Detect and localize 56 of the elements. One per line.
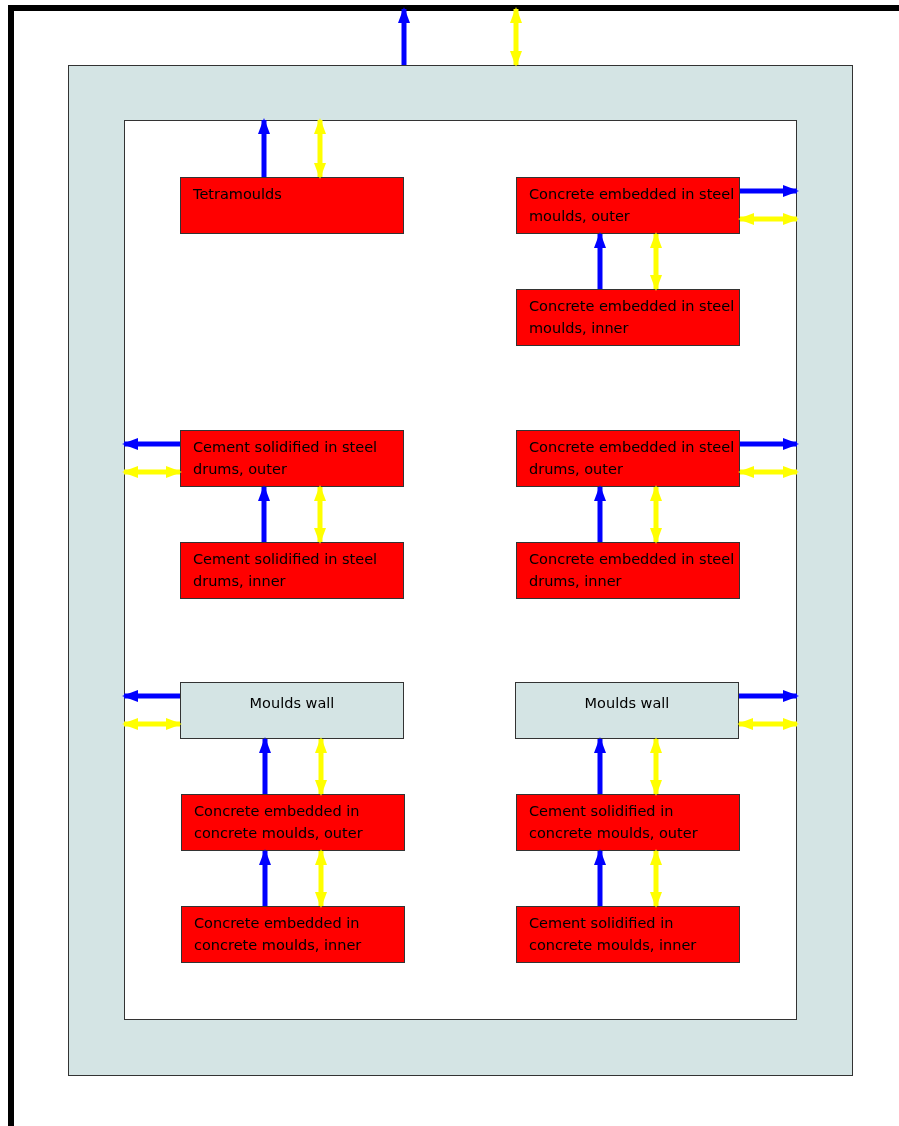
waste-package-box: [516, 289, 740, 346]
box-label: Tetramoulds: [192, 185, 283, 204]
box-label: Moulds wall: [248, 694, 336, 713]
box-label: Moulds wall: [583, 694, 671, 713]
arrow: [740, 438, 799, 450]
double-arrow: [738, 213, 799, 225]
box-label: Concrete embedded in steel moulds, outer: [528, 185, 736, 226]
arrow: [258, 485, 270, 542]
box-label: Cement solidified in concrete moulds, outer: [528, 802, 699, 843]
inner-area: [124, 120, 797, 1020]
arrow: [259, 737, 271, 794]
box-label: Concrete embedded in concrete moulds, outer: [193, 802, 364, 843]
arrow: [594, 485, 606, 542]
double-arrow: [315, 849, 327, 908]
waste-package-box: [180, 177, 404, 234]
double-arrow: [650, 485, 662, 544]
double-arrow: [314, 485, 326, 544]
double-arrow: [510, 7, 522, 67]
arrow: [122, 690, 180, 702]
arrow: [594, 849, 606, 906]
wall-band: [68, 65, 853, 1076]
double-arrow: [650, 232, 662, 291]
arrow: [594, 232, 606, 289]
arrow: [258, 118, 270, 177]
waste-package-box: [181, 906, 405, 963]
double-arrow: [315, 737, 327, 796]
box-label: Cement solidified in concrete moulds, inner: [528, 914, 698, 955]
double-arrow: [650, 737, 662, 796]
waste-package-box: [516, 906, 740, 963]
box-label: Concrete embedded in steel drums, inner: [528, 550, 736, 591]
double-arrow: [314, 118, 326, 179]
arrow: [122, 438, 180, 450]
double-arrow: [737, 718, 799, 730]
double-arrow: [122, 718, 182, 730]
waste-package-box: [516, 177, 740, 234]
waste-package-box: [516, 542, 740, 599]
double-arrow: [122, 466, 182, 478]
box-label: Cement solidified in steel drums, inner: [192, 550, 379, 591]
arrow: [398, 7, 410, 65]
box-label: Cement solidified in steel drums, outer: [192, 438, 379, 479]
double-arrow: [650, 849, 662, 908]
mould-wall-box: [180, 682, 404, 739]
double-arrow: [738, 466, 799, 478]
arrow: [259, 849, 271, 906]
waste-package-box: [181, 794, 405, 851]
arrow: [740, 185, 799, 197]
waste-package-box: [180, 542, 404, 599]
mould-wall-box: [515, 682, 739, 739]
waste-package-box: [516, 794, 740, 851]
box-label: Concrete embedded in steel moulds, inner: [528, 297, 736, 338]
arrow: [739, 690, 799, 702]
waste-package-box: [516, 430, 740, 487]
arrow: [594, 737, 606, 794]
box-label: Concrete embedded in steel drums, outer: [528, 438, 736, 479]
box-label: Concrete embedded in concrete moulds, inner: [193, 914, 363, 955]
waste-package-box: [180, 430, 404, 487]
